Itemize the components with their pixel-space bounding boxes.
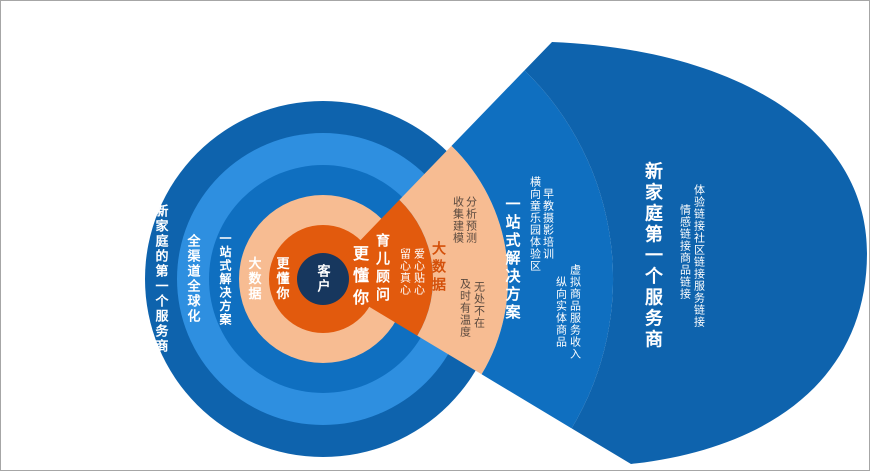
fan-orange-title: 更懂你	[350, 245, 367, 311]
fan-orange-subtitle: 育儿顾问	[375, 233, 391, 305]
sector-know-you	[341, 199, 434, 336]
fan-orange-col-2: 爱心贴心	[412, 248, 425, 296]
ring-label-omni-channel: 全渠道全球化	[185, 234, 201, 324]
fan-outer-title: 新家庭第一个服务商	[643, 161, 663, 351]
fan-blue-lower-col-2: 虚拟商品服务收入	[568, 264, 581, 360]
fan-outer-col-1: 情感链接商品链接	[678, 204, 691, 300]
fan-peach-upper-col-1: 收集建模	[451, 196, 464, 244]
center-circle	[297, 253, 349, 305]
fan-blue-upper-col-2: 早教摄影培训	[541, 188, 554, 260]
fan-blue-title: 一站式解决方案	[503, 196, 521, 322]
fan-outer-col-2: 体验链接社区链接服务链接	[692, 184, 705, 328]
fan-peach-title: 大数据	[431, 241, 447, 295]
sector-one-stop	[451, 70, 614, 429]
fan-peach-lower-col-1: 及时有温度	[458, 278, 471, 338]
ring-label-big-data: 大数据	[246, 256, 262, 302]
fan-new-family	[524, 42, 867, 464]
sector-big-data	[399, 145, 509, 375]
fan-peach-lower-col-2: 无处不在	[472, 281, 485, 329]
ring-label-know-you: 更懂你	[274, 256, 290, 302]
center-label: 客户	[315, 264, 331, 294]
fan-blue-upper-col-1: 横向童乐园体验区	[528, 176, 541, 272]
fan-peach-upper-col-2: 分析预测	[464, 196, 477, 244]
fan-blue-lower-col-1: 纵向实体商品	[554, 276, 567, 348]
ring-label-new-family: 新家庭的第一个服务商	[153, 204, 169, 354]
fan-orange-col-1: 留心真心	[398, 248, 411, 296]
ring-label-one-stop: 一站式解决方案	[218, 231, 232, 327]
